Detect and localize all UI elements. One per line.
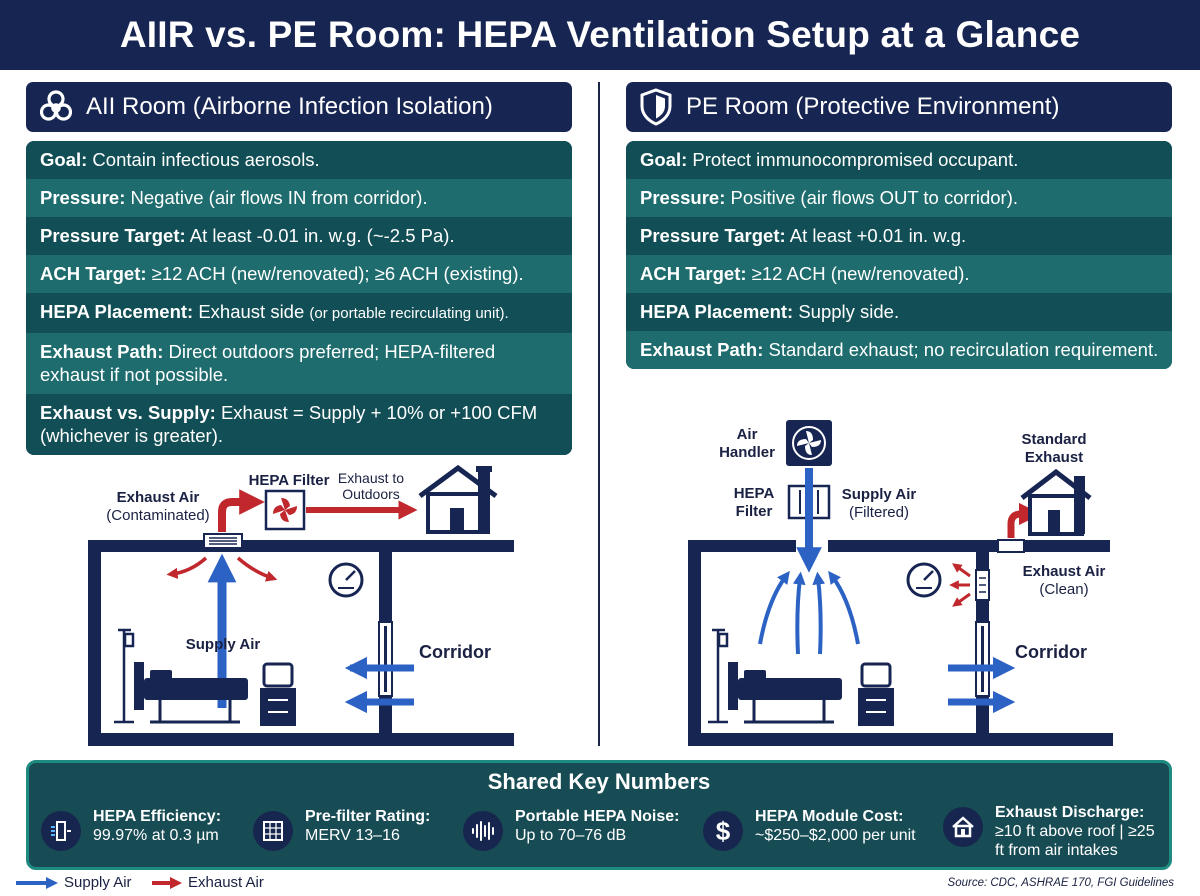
page-title: AIIR vs. PE Room: HEPA Ventilation Setup… — [119, 14, 1081, 55]
aiir-exhaust-outdoors-label: Exhaust to Outdoors — [337, 470, 405, 502]
source-note: Source: CDC, ASHRAE 170, FGI Guidelines — [947, 877, 1174, 889]
pe-header: PE Room (Protective Environment) — [626, 82, 1172, 132]
exhaust-arrow-icon — [152, 876, 182, 889]
pe-exhaust-arrow — [1007, 502, 1042, 538]
aiir-house-icon — [418, 464, 498, 534]
shared-key-numbers-panel: Shared Key Numbers HEPA Efficiency: 99.97… — [26, 760, 1172, 870]
exhaust-discharge-value: ≥10 ft above roof | ≥25 ft from air inta… — [995, 823, 1155, 859]
aiir-supply-air-label: Supply Air — [185, 636, 261, 653]
pe-info-table: Goal: Protect immunocompromised occupant… — [626, 141, 1172, 369]
legend-supply-label: Supply Air — [64, 874, 132, 891]
pe-iv-pole-icon — [708, 628, 729, 724]
pe-row-ach-target: ACH Target: ≥12 ACH (new/renovated). — [626, 255, 1172, 293]
pe-left-wall — [688, 540, 701, 746]
legend-exhaust: Exhaust Air — [150, 874, 264, 891]
key-number-hepa-efficiency: HEPA Efficiency: 99.97% at 0.3 µm — [41, 807, 251, 865]
pe-corridor-label: Corridor — [1015, 642, 1087, 662]
portable-noise-title: Portable HEPA Noise: — [515, 808, 680, 825]
mesh-filter-icon — [253, 811, 293, 851]
aiir-info-table: Goal: Contain infectious aerosols. Press… — [26, 141, 572, 455]
pe-row-hepa-placement: HEPA Placement: Supply side. — [626, 293, 1172, 331]
pe-house-icon — [1020, 468, 1092, 536]
aiir-row-hepa-placement: HEPA Placement: Exhaust side (or portabl… — [26, 293, 572, 333]
house-icon — [943, 807, 983, 847]
pe-floor — [688, 733, 1113, 746]
pe-ceiling-right — [828, 540, 1110, 552]
aiir-bed-icon — [134, 662, 248, 724]
hepa-efficiency-title: HEPA Efficiency: — [93, 808, 222, 825]
aiir-monitor-cart-icon — [260, 662, 296, 726]
prefilter-rating-value: MERV 13–16 — [305, 827, 400, 844]
pe-bed-icon — [728, 662, 842, 724]
shield-icon — [626, 82, 686, 132]
shared-title: Shared Key Numbers — [487, 769, 711, 794]
aiir-exhaust-air-label: Exhaust Air(Contaminated) — [106, 489, 210, 524]
sound-wave-icon — [463, 811, 503, 851]
aiir-hepa-filter-label: HEPA Filter — [248, 472, 330, 489]
aiir-corridor-label: Corridor — [419, 642, 491, 662]
hepa-efficiency-value: 99.97% at 0.3 µm — [93, 827, 219, 844]
aiir-floor — [88, 733, 514, 746]
aiir-room-diagram — [88, 464, 514, 746]
pe-pressure-gauge-icon — [906, 562, 942, 598]
pe-row-exhaust-path: Exhaust Path: Standard exhaust; no recir… — [626, 331, 1172, 369]
aiir-row-pressure-target: Pressure Target: At least -0.01 in. w.g.… — [26, 217, 572, 255]
key-number-exhaust-discharge: Exhaust Discharge: ≥10 ft above roof | ≥2… — [943, 803, 1169, 861]
title-bar: AIIR vs. PE Room: HEPA Ventilation Setup… — [0, 0, 1200, 70]
aiir-heading: AII Room (Airborne Infection Isolation) — [86, 93, 493, 120]
module-cost-title: HEPA Module Cost: — [755, 808, 904, 825]
pe-air-handler-label: Air Handler — [719, 426, 775, 461]
exhaust-discharge-title: Exhaust Discharge: — [995, 804, 1145, 821]
key-number-portable-hepa-noise: Portable HEPA Noise: Up to 70–76 dB — [463, 807, 693, 865]
pe-ceiling-left — [688, 540, 796, 552]
hepa-filter-icon — [41, 811, 81, 851]
biohazard-icon — [26, 82, 86, 132]
aiir-hepa-filter-icon — [264, 489, 306, 531]
aiir-row-exhaust-vs-supply: Exhaust vs. Supply: Exhaust = Supply + 1… — [26, 394, 572, 455]
pe-exhaust-grille — [997, 539, 1025, 553]
legend-supply: Supply Air — [14, 874, 132, 891]
key-number-hepa-module-cost: $ HEPA Module Cost: ~$250–$2,000 per unit — [703, 807, 933, 865]
pe-row-pressure: Pressure: Positive (air flows OUT to cor… — [626, 179, 1172, 217]
pe-heading: PE Room (Protective Environment) — [686, 93, 1060, 120]
aiir-row-goal: Goal: Contain infectious aerosols. — [26, 141, 572, 179]
aiir-iv-pole-icon — [114, 628, 135, 724]
supply-arrow-icon — [16, 876, 58, 889]
dollar-icon: $ — [703, 811, 743, 851]
pe-supply-air-label: Supply Air(Filtered) — [841, 486, 917, 521]
legend-exhaust-label: Exhaust Air — [188, 874, 264, 891]
pe-row-goal: Goal: Protect immunocompromised occupant… — [626, 141, 1172, 179]
pe-monitor-cart-icon — [858, 662, 894, 726]
pe-standard-exhaust-label: Standard Exhaust — [1021, 431, 1087, 466]
pe-row-pressure-target: Pressure Target: At least +0.01 in. w.g. — [626, 217, 1172, 255]
pe-air-handler-icon — [786, 420, 832, 466]
portable-noise-value: Up to 70–76 dB — [515, 827, 627, 844]
pe-exhaust-air-label: Exhaust Air(Clean) — [1022, 563, 1106, 598]
aiir-ceiling — [88, 540, 514, 552]
aiir-left-wall — [88, 540, 101, 746]
prefilter-rating-title: Pre-filter Rating: — [305, 808, 431, 825]
aiir-row-exhaust-path: Exhaust Path: Direct outdoors preferred;… — [26, 333, 572, 394]
aiir-header: AII Room (Airborne Infection Isolation) — [26, 82, 572, 132]
pe-room-diagram — [688, 420, 1113, 746]
aiir-pressure-gauge-icon — [328, 562, 364, 598]
aiir-row-ach-target: ACH Target: ≥12 ACH (new/renovated); ≥6 … — [26, 255, 572, 293]
aiir-exhaust-up-arrow — [218, 489, 265, 532]
center-divider — [598, 82, 600, 746]
module-cost-value: ~$250–$2,000 per unit — [755, 827, 916, 844]
aiir-row-pressure: Pressure: Negative (air flows IN from co… — [26, 179, 572, 217]
key-number-prefilter-rating: Pre-filter Rating: MERV 13–16 — [253, 807, 453, 865]
pe-hepa-filter-label: HEPA Filter — [733, 485, 775, 520]
